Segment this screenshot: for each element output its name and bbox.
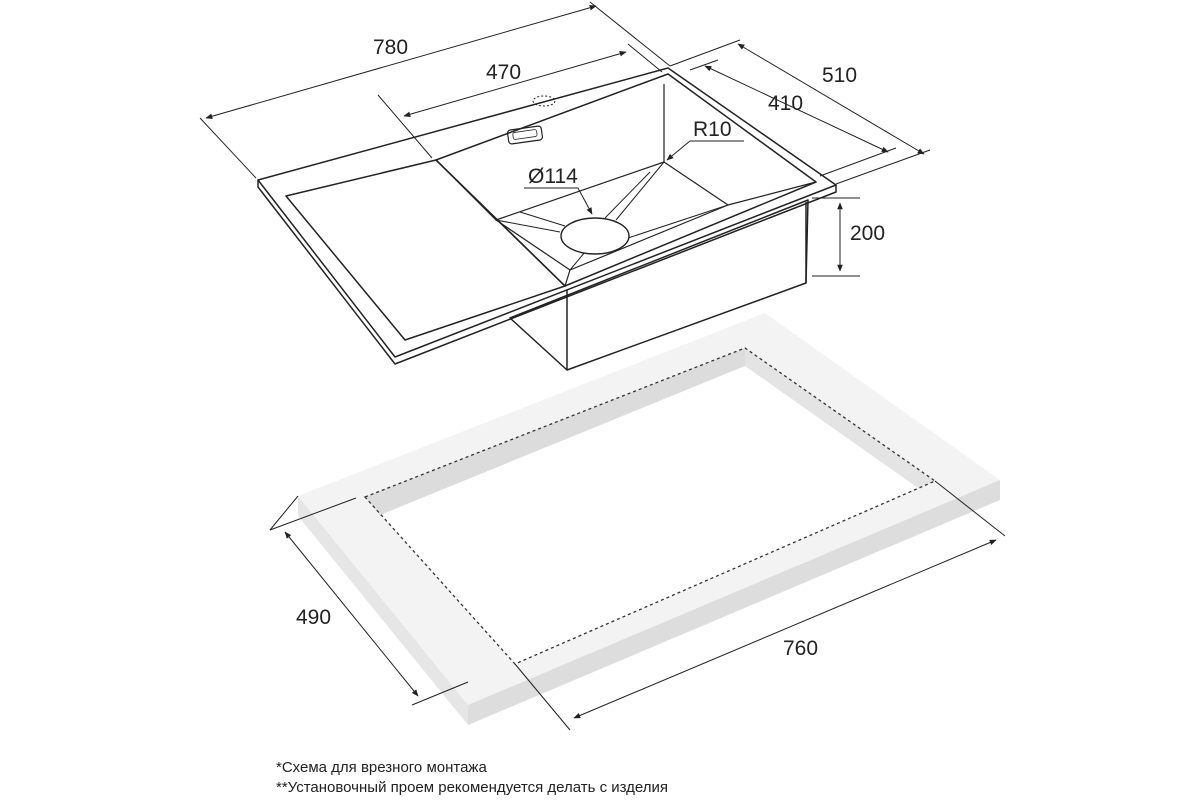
dim-overall-width: 510 xyxy=(822,64,857,87)
cutout-inner-wall-back xyxy=(365,348,745,515)
dim-overall-length: 780 xyxy=(373,36,408,59)
drain-hole xyxy=(560,217,630,255)
cutout-dashed-outline xyxy=(363,347,937,665)
drain-slope-lines xyxy=(495,161,729,271)
dimension-lines xyxy=(199,1,1006,731)
dim-bowl-width: 410 xyxy=(768,92,803,115)
dim-cutout-length: 760 xyxy=(783,637,818,660)
sink xyxy=(257,67,837,371)
installation-notes: *Схема для врезного монтажа **Установочн… xyxy=(276,758,668,798)
overflow-slot xyxy=(506,125,544,145)
dim-bowl-length: 470 xyxy=(486,61,521,84)
note-line-2: **Установочный проем рекомендуется делат… xyxy=(276,779,669,796)
dim-corner-radius: R10 xyxy=(693,118,732,141)
dim-bowl-depth: 200 xyxy=(850,222,885,245)
countertop xyxy=(298,313,1000,725)
cutout-inner-wall-right xyxy=(745,348,935,488)
dim-drain-diameter: Ø114 xyxy=(528,165,578,188)
dim-cutout-width: 490 xyxy=(296,606,331,629)
countertop-cutout xyxy=(365,348,935,664)
note-line-1: *Схема для врезного монтажа xyxy=(276,759,487,776)
